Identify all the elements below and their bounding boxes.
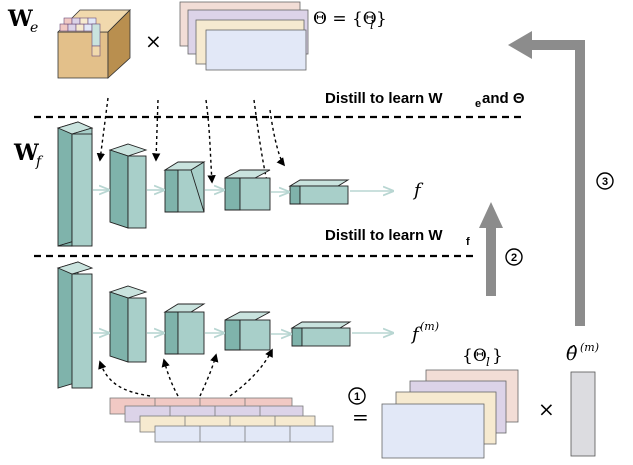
step-3-arrow (508, 31, 585, 326)
theta-set-bottom-close: } (492, 346, 503, 366)
embedding-slab (109, 397, 334, 443)
theta-set-label: Θ = {Θ l } (313, 9, 387, 32)
wf-label: W f (13, 140, 44, 170)
distill-1-sub: e (475, 98, 481, 110)
student-connectors (93, 333, 392, 334)
theta-hat-vector (570, 371, 596, 457)
wf-layer-3 (163, 161, 206, 213)
theta-hat-symbol: θ̂ (566, 343, 578, 365)
fm-layer-5 (290, 321, 352, 347)
times-bottom: × (538, 397, 555, 421)
theta-eq-close: } (376, 9, 387, 29)
theta-hat-label: θ̂ (m) (566, 341, 599, 365)
step-3-badge: 3 (596, 172, 614, 190)
teacher-network (56, 121, 350, 247)
distill-2-sub: f (466, 236, 470, 248)
we-subscript: e (30, 20, 38, 36)
bottom-dotted-arrows (98, 348, 273, 397)
f-output-label: f (412, 180, 424, 201)
theta-set-bottom-label: {Θ l } (462, 346, 503, 369)
wf-layer-2 (108, 143, 148, 229)
fm-layer-3 (163, 303, 206, 355)
distill-2-main: Distill to learn W (325, 227, 443, 244)
step-2-arrow (479, 202, 503, 296)
fm-layer-4 (224, 311, 271, 351)
step-2-badge: 2 (505, 248, 523, 266)
we-label: W e (7, 6, 38, 36)
step-1-badge: 1 (348, 387, 366, 405)
teacher-connectors (93, 190, 392, 192)
equals-sign: = (352, 405, 369, 429)
we-symbol: W (7, 6, 33, 32)
step-3-number: 3 (602, 176, 608, 188)
times-top: × (145, 29, 162, 53)
distill-label-2: Distill to learn W f (325, 227, 470, 248)
wf-layer-4 (224, 169, 271, 211)
theta-sheets-top (179, 1, 309, 71)
wf-symbol: W (13, 140, 39, 166)
embedding-cube (57, 9, 131, 79)
wf-layer-1 (56, 121, 94, 247)
theta-eq-sub: l (370, 18, 374, 32)
distill-label-1: Distill to learn W e and Θ (325, 90, 525, 110)
fm-superscript: (m) (420, 320, 439, 333)
step-1-number: 1 (354, 391, 360, 403)
fm-output-label: f (m) (410, 320, 439, 345)
theta-set-bottom-sub: l (486, 355, 490, 369)
theta-eq: Θ = {Θ (313, 9, 377, 29)
wf-layer-5 (288, 179, 350, 205)
student-network (56, 261, 352, 389)
wf-subscript: f (35, 154, 44, 170)
distill-1-tail: and Θ (482, 90, 525, 107)
distill-1-main: Distill to learn W (325, 90, 443, 107)
theta-sheets-bottom (381, 369, 519, 459)
fm-layer-2 (108, 285, 148, 363)
fm-layer-1 (56, 261, 94, 389)
theta-hat-superscript: (m) (580, 341, 599, 354)
theta-set-bottom: {Θ (462, 346, 487, 366)
step-2-number: 2 (511, 252, 517, 264)
